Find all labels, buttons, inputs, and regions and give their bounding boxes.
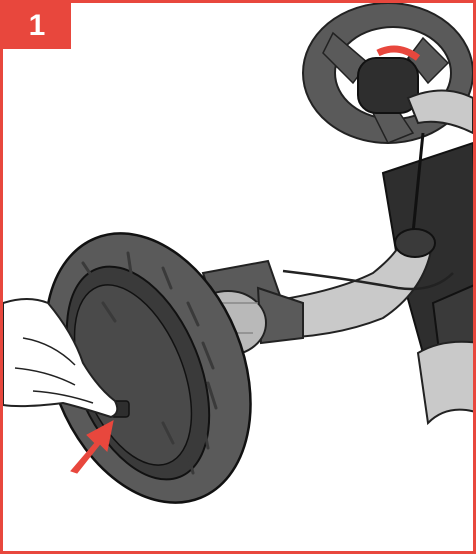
steering-wheel (303, 3, 473, 143)
step-number-badge: 1 (3, 3, 71, 49)
stroller-wheel-illustration (3, 3, 476, 554)
